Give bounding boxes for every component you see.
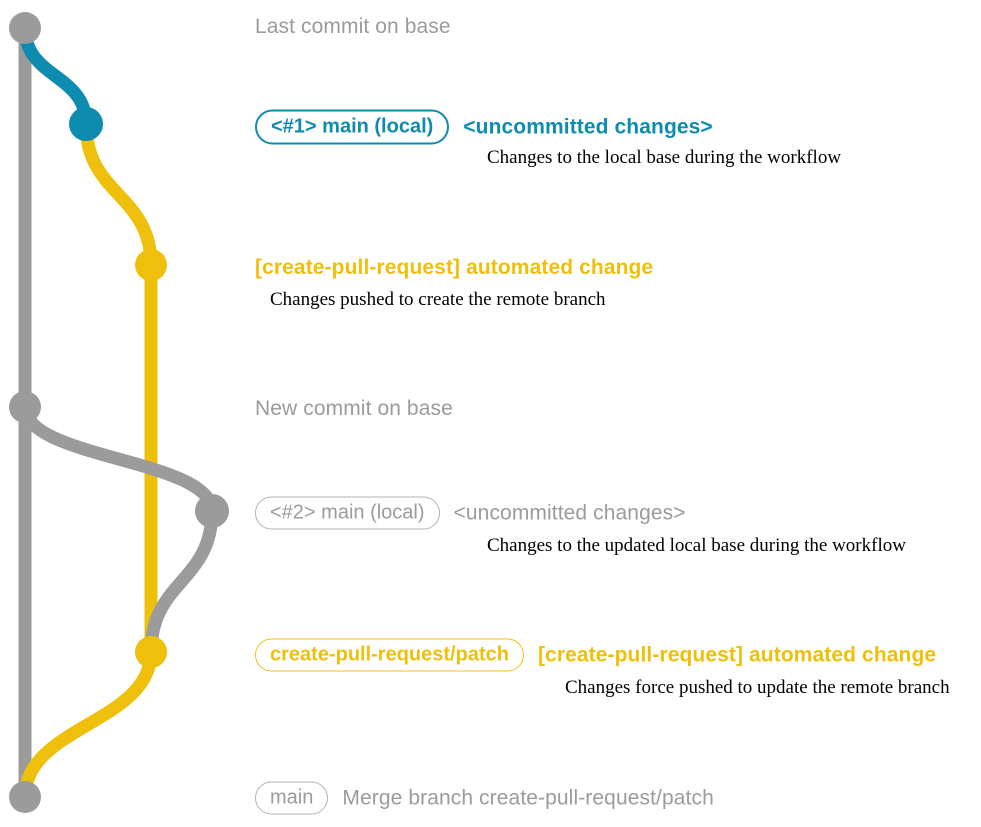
commit-description: Changes to the updated local base during…	[487, 535, 906, 556]
edge-local-to-remote-2	[144, 504, 219, 659]
commit-row-remote-commit-1: [create-pull-request] automated change	[255, 256, 653, 280]
commit-node-merge[interactable]	[9, 781, 41, 813]
branch-badge-main-local-1[interactable]: <#1> main (local)	[255, 109, 450, 145]
commit-node-local-1[interactable]	[69, 107, 103, 141]
edge-remote-to-base-merge	[18, 645, 158, 804]
commit-node-remote-1[interactable]	[135, 249, 167, 281]
commit-row-local-commit-2: <#2> main (local) <uncommitted changes>	[255, 496, 686, 530]
commit-node-base-1[interactable]	[9, 12, 41, 44]
branch-badge-main[interactable]: main	[255, 781, 329, 815]
commit-subject: [create-pull-request] automated change	[255, 256, 654, 279]
commit-row-local-commit-1: <#1> main (local) <uncommitted changes>	[255, 109, 713, 145]
branch-badge-create-pull-request-patch[interactable]: create-pull-request/patch	[255, 638, 524, 672]
edge-local-to-remote-1	[79, 117, 158, 272]
commit-subject: New commit on base	[255, 397, 453, 420]
edge-base-to-local-2	[18, 400, 219, 518]
commit-subject: <uncommitted changes>	[453, 501, 686, 524]
commit-description: Changes to the local base during the wor…	[487, 147, 842, 168]
commit-description: Changes pushed to create the remote bran…	[270, 289, 606, 310]
commit-row-merge-commit: main Merge branch create-pull-request/pa…	[255, 781, 714, 815]
commit-subject: [create-pull-request] automated change	[537, 643, 937, 666]
commit-row-remote-commit-2: create-pull-request/patch [create-pull-r…	[255, 638, 937, 672]
branch-badge-main-local-2[interactable]: <#2> main (local)	[255, 496, 440, 530]
commit-node-remote-2[interactable]	[135, 636, 167, 668]
commit-node-local-2[interactable]	[195, 494, 229, 528]
commit-subject: <uncommitted changes>	[463, 115, 713, 138]
commit-nodes	[9, 12, 229, 813]
commit-node-base-2[interactable]	[9, 391, 41, 423]
commit-description: Changes force pushed to update the remot…	[565, 677, 950, 698]
commit-row-last-commit-on-base: Last commit on base	[255, 15, 451, 39]
commit-subject: Last commit on base	[255, 15, 451, 38]
commit-subject: Merge branch create-pull-request/patch	[342, 786, 714, 809]
commit-row-new-commit-on-base: New commit on base	[255, 397, 453, 421]
